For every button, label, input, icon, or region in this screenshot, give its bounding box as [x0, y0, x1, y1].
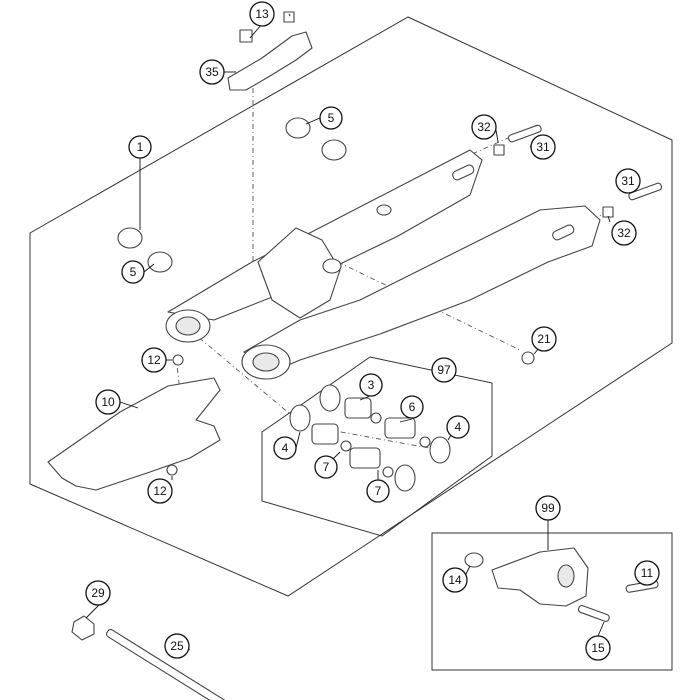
callout-label: 10	[101, 395, 115, 409]
callout-25: 25	[164, 633, 190, 659]
callout-7: 7	[314, 455, 338, 479]
callout-label: 29	[91, 586, 105, 600]
callout-13: 13	[249, 1, 275, 27]
callout-label: 7	[323, 460, 330, 474]
callout-31: 31	[530, 134, 556, 160]
callout-12: 12	[141, 347, 167, 373]
callout-label: 97	[437, 363, 451, 377]
chain-slider	[47, 377, 221, 491]
swingarm	[165, 149, 601, 380]
callout-4: 4	[273, 436, 297, 460]
callout-99: 99	[535, 495, 561, 521]
callout-label: 5	[328, 111, 335, 125]
callout-5: 5	[121, 260, 145, 284]
callout-14: 14	[442, 567, 468, 593]
callout-12: 12	[147, 478, 173, 504]
callout-6: 6	[400, 395, 424, 419]
callout-10: 10	[95, 389, 121, 415]
callout-label: 14	[448, 573, 462, 587]
callout-label: 7	[375, 484, 382, 498]
chain-guide-kit-frame	[431, 532, 673, 671]
main-assembly-frame	[29, 16, 673, 597]
chain-adjuster	[71, 615, 95, 641]
callout-label: 12	[147, 353, 161, 367]
callout-label: 11	[641, 566, 654, 580]
callout-15: 15	[585, 635, 611, 661]
callout-31: 31	[615, 168, 641, 194]
cable-guide	[227, 31, 313, 91]
callout-label: 25	[170, 639, 184, 653]
callout-label: 32	[477, 120, 491, 134]
callout-32: 32	[471, 114, 497, 140]
callout-label: 32	[617, 226, 631, 240]
callout-21: 21	[531, 326, 557, 352]
callout-1: 1	[128, 135, 152, 159]
callout-label: 31	[621, 174, 635, 188]
callout-label: 4	[455, 420, 462, 434]
chain-guide-kit-parts	[464, 547, 659, 622]
callout-label: 3	[368, 378, 375, 392]
callout-29: 29	[85, 580, 111, 606]
callout-label: 15	[591, 641, 605, 655]
swingarm-pivot-axle	[106, 628, 238, 700]
callout-4: 4	[446, 415, 470, 439]
callout-label: 21	[537, 332, 551, 346]
callout-11: 11	[634, 560, 660, 586]
callout-label: 99	[541, 501, 555, 515]
bearing-kit-parts	[289, 384, 451, 492]
callout-label: 35	[205, 65, 219, 79]
callout-label: 5	[130, 265, 137, 279]
callouts: 1 3 4 4 5 5 6 7 7 10 11 12 12 13 14 15 2…	[85, 1, 660, 661]
callout-5: 5	[319, 106, 343, 130]
callout-3: 3	[359, 373, 383, 397]
callout-label: 13	[255, 7, 269, 21]
callout-label: 6	[409, 400, 416, 414]
hardware-parts	[117, 11, 663, 476]
callout-label: 12	[153, 484, 167, 498]
callout-label: 4	[282, 441, 289, 455]
callout-7: 7	[366, 479, 390, 503]
callout-35: 35	[199, 59, 225, 85]
callout-label: 1	[137, 140, 144, 154]
bearing-kit-frame	[261, 356, 493, 537]
callout-97: 97	[431, 357, 457, 383]
callout-label: 31	[536, 140, 550, 154]
callout-32: 32	[611, 220, 637, 246]
